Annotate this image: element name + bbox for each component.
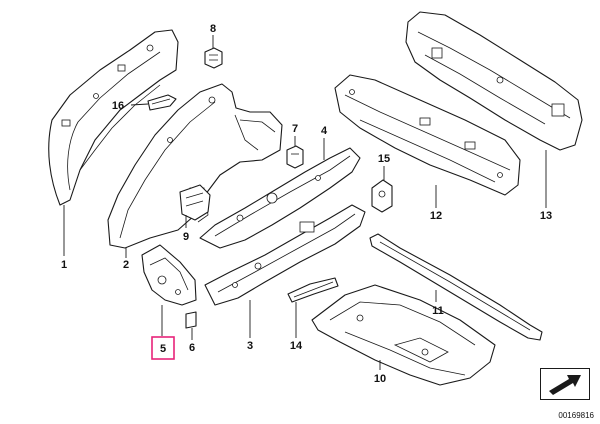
part-11-side-rail (369, 233, 543, 341)
callout-8: 8 (210, 23, 216, 35)
callout-2: 2 (123, 259, 129, 271)
document-number: 00169816 (558, 411, 594, 420)
direction-arrow-icon (549, 375, 581, 395)
callout-9: 9 (183, 231, 189, 243)
part-13-rear-panel (405, 11, 583, 151)
part-4-longitudinal-member (199, 147, 361, 249)
part-1-wheel-arch-panel (48, 29, 179, 206)
callout-7: 7 (292, 123, 298, 135)
callout-12: 12 (430, 210, 442, 222)
part-15-mount (371, 179, 393, 213)
callout-3: 3 (247, 340, 253, 352)
callout-1: 1 (61, 259, 67, 271)
callout-14: 14 (290, 340, 303, 352)
callout-4: 4 (321, 125, 328, 137)
part-9-bracket (179, 184, 211, 221)
callout-5: 5 (160, 343, 166, 355)
part-3-lower-member (204, 204, 366, 306)
part-6-plate (185, 311, 197, 329)
orientation-arrow-box (540, 368, 590, 400)
part-16-bracket (147, 94, 177, 111)
part-14-bracket (287, 277, 339, 303)
callout-15: 15 (378, 153, 390, 165)
part-10-floor-panel (311, 284, 496, 386)
highlight-box (151, 336, 175, 360)
callout-6: 6 (189, 342, 195, 354)
part-12-rear-cross-member (334, 74, 521, 196)
part-5-front-bracket (141, 244, 197, 306)
part-8-clip (204, 47, 223, 69)
callout-10: 10 (374, 373, 386, 385)
callout-16: 16 (112, 100, 124, 112)
leader-16 (130, 103, 149, 106)
callout-13: 13 (540, 210, 552, 222)
part-7-clip (286, 145, 304, 169)
callout-11: 11 (432, 305, 444, 317)
